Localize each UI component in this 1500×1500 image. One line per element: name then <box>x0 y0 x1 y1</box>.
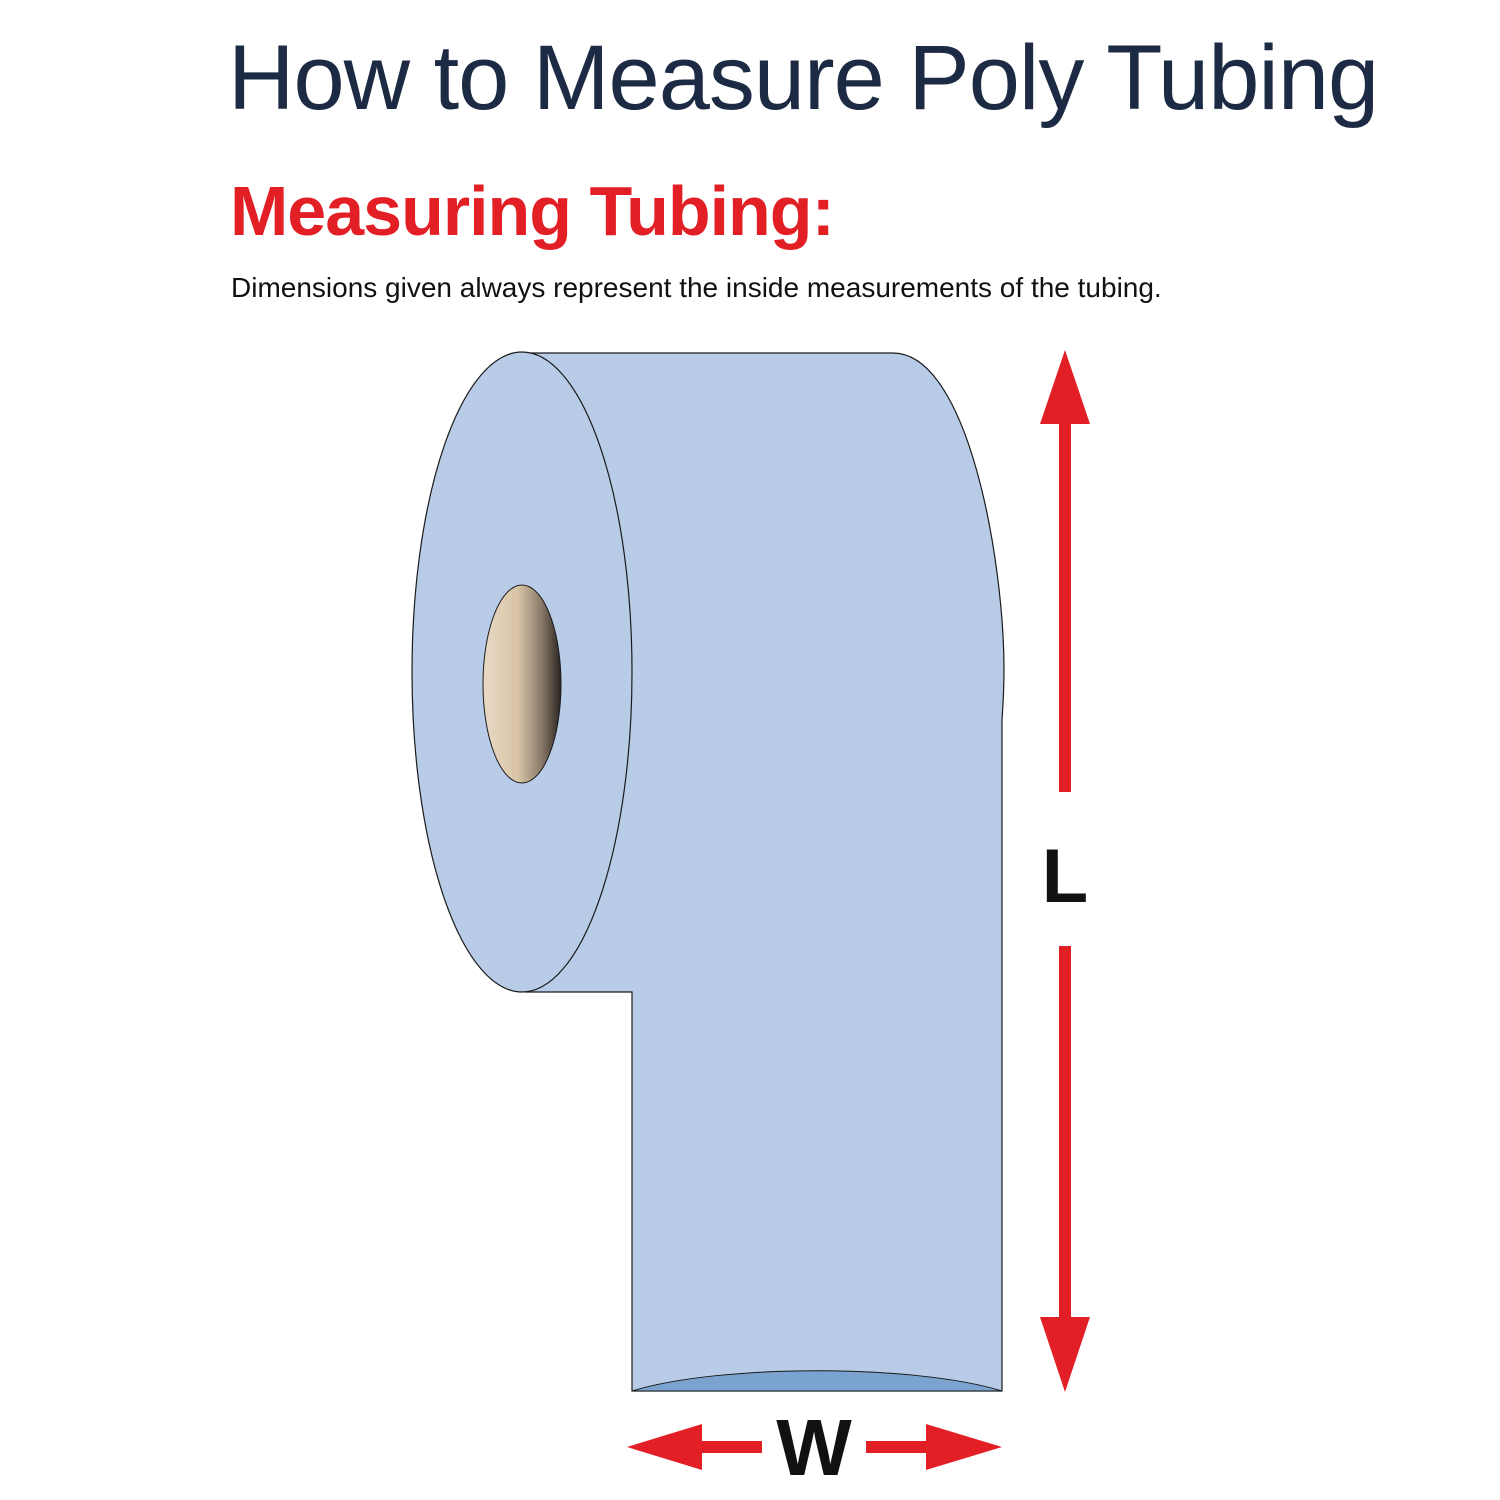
width-arrow-shaft-right <box>866 1441 930 1453</box>
arrow-head-left-icon <box>627 1424 702 1470</box>
arrow-head-down-icon <box>1040 1317 1090 1392</box>
roll-core <box>482 584 562 784</box>
section-heading: Measuring Tubing: <box>230 172 835 250</box>
length-arrow-shaft-bottom <box>1059 946 1071 1321</box>
arrow-head-up-icon <box>1040 350 1090 424</box>
tubing-roll-body <box>524 352 1005 1392</box>
length-arrow <box>1040 350 1090 1392</box>
page-title: How to Measure Poly Tubing <box>228 27 1379 129</box>
tube-opening <box>631 1370 1003 1392</box>
width-label: W <box>776 1403 852 1492</box>
length-label: L <box>1042 834 1088 919</box>
width-arrow <box>627 1424 1002 1470</box>
description-text: Dimensions given always represent the in… <box>231 272 1162 303</box>
length-arrow-shaft-top <box>1059 420 1071 792</box>
arrow-head-right-icon <box>926 1424 1002 1470</box>
width-arrow-shaft-left <box>698 1441 762 1453</box>
